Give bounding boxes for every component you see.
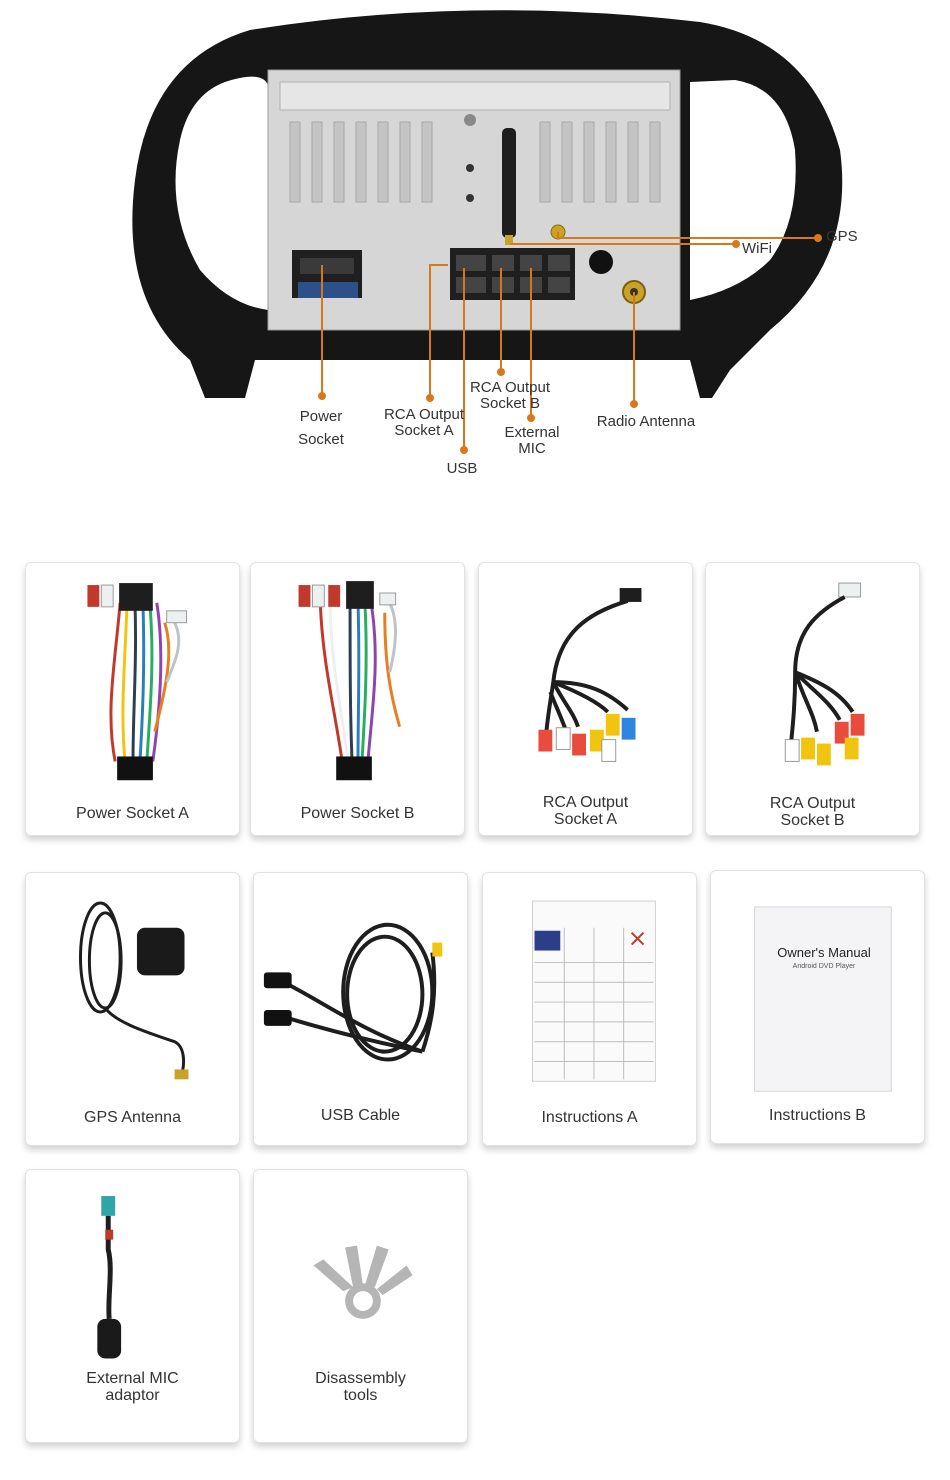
accessory-card-gps-antenna: GPS Antenna bbox=[25, 872, 240, 1146]
rca-cable-icon bbox=[538, 588, 642, 762]
accessory-caption: RCA Output Socket A bbox=[542, 794, 629, 828]
radio-antenna-label: Radio Antenna bbox=[596, 413, 696, 430]
owners-manual-icon bbox=[754, 906, 892, 1092]
accessory-card-usb-cable: USB Cable bbox=[253, 872, 468, 1146]
external-mic-label: External MIC bbox=[504, 424, 560, 457]
accessory-card-disassembly-tools: Disassembly tools bbox=[253, 1169, 468, 1443]
accessory-card-rca-output-socket-b: RCA Output Socket B bbox=[705, 562, 920, 836]
head-unit-rear-icon bbox=[132, 10, 843, 454]
wiring-harness-icon bbox=[298, 581, 402, 781]
booklet-subtitle: Android DVD Player bbox=[792, 963, 856, 970]
wifi-label: WiFi bbox=[742, 240, 772, 257]
accessory-caption: External MIC adaptor bbox=[86, 1370, 179, 1404]
accessory-card-rca-output-socket-a: RCA Output Socket A bbox=[478, 562, 693, 836]
rca-output-socket-b-label: RCA Output Socket B bbox=[469, 379, 551, 412]
accessory-card-power-socket-b: Power Socket B bbox=[250, 562, 465, 836]
gps-label: GPS bbox=[826, 228, 858, 245]
accessory-card-power-socket-a: Power Socket A bbox=[25, 562, 240, 836]
booklet-title: Owner's Manual bbox=[777, 945, 871, 960]
wiring-harness-icon bbox=[87, 583, 187, 781]
accessory-caption: Instructions B bbox=[769, 1107, 866, 1124]
accessory-card-instructions-b: Owner's Manual Android DVD Player Instru… bbox=[710, 870, 925, 1144]
gps-antenna-icon bbox=[79, 901, 189, 1080]
usb-label: USB bbox=[446, 460, 478, 477]
rca-output-socket-a-label: RCA Output Socket A bbox=[383, 406, 465, 439]
accessory-caption: Instructions A bbox=[541, 1109, 638, 1126]
accessory-caption: Power Socket B bbox=[300, 805, 415, 822]
accessory-card-external-mic-adaptor: External MIC adaptor bbox=[25, 1169, 240, 1443]
rca-cable-icon bbox=[784, 582, 865, 766]
accessory-card-instructions-a: Instructions A bbox=[482, 872, 697, 1146]
accessory-caption: Power Socket A bbox=[76, 805, 189, 822]
connection-diagram: GPS WiFi Power Socket RCA Output Socket … bbox=[0, 0, 950, 520]
accessory-caption: USB Cable bbox=[320, 1107, 401, 1124]
accessory-caption: GPS Antenna bbox=[84, 1109, 181, 1126]
power-socket-label: Power Socket bbox=[298, 408, 344, 448]
accessory-caption: RCA Output Socket B bbox=[769, 795, 856, 829]
usb-cable-icon bbox=[263, 922, 443, 1062]
instruction-sheet-icon bbox=[532, 900, 656, 1082]
pry-tool-icon bbox=[313, 1245, 413, 1319]
accessory-caption: Disassembly tools bbox=[315, 1370, 406, 1404]
mic-adaptor-icon bbox=[97, 1196, 122, 1359]
